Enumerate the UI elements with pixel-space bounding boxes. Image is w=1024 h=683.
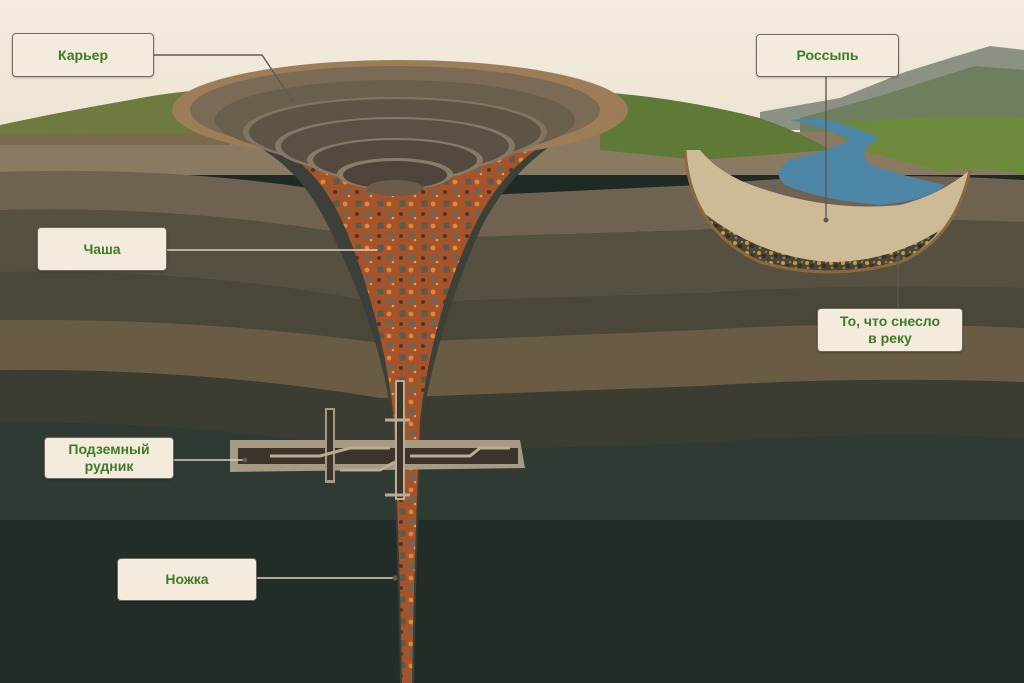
quarry-label: Карьер — [12, 33, 154, 77]
placer-sand — [685, 150, 970, 272]
river — [778, 118, 945, 205]
placer-gravel — [700, 210, 940, 273]
grass-left — [0, 90, 220, 140]
bowl-label: Чаша — [37, 227, 167, 271]
quarry-leader — [152, 54, 293, 101]
underground-mine-label: Подземный рудник — [44, 437, 174, 479]
grass-right — [600, 92, 830, 160]
grass-far-right — [820, 117, 1024, 175]
topsoil-left — [0, 132, 230, 145]
leader-lines — [152, 54, 901, 581]
placer-label: Россыпь — [756, 34, 899, 77]
underground-mine — [230, 380, 525, 500]
kimberlite-pipe — [260, 135, 560, 683]
stem-label: Ножка — [117, 558, 257, 601]
open-pit-quarry — [172, 60, 628, 196]
washed-to-river-label: То, что снесло в реку — [817, 308, 963, 352]
